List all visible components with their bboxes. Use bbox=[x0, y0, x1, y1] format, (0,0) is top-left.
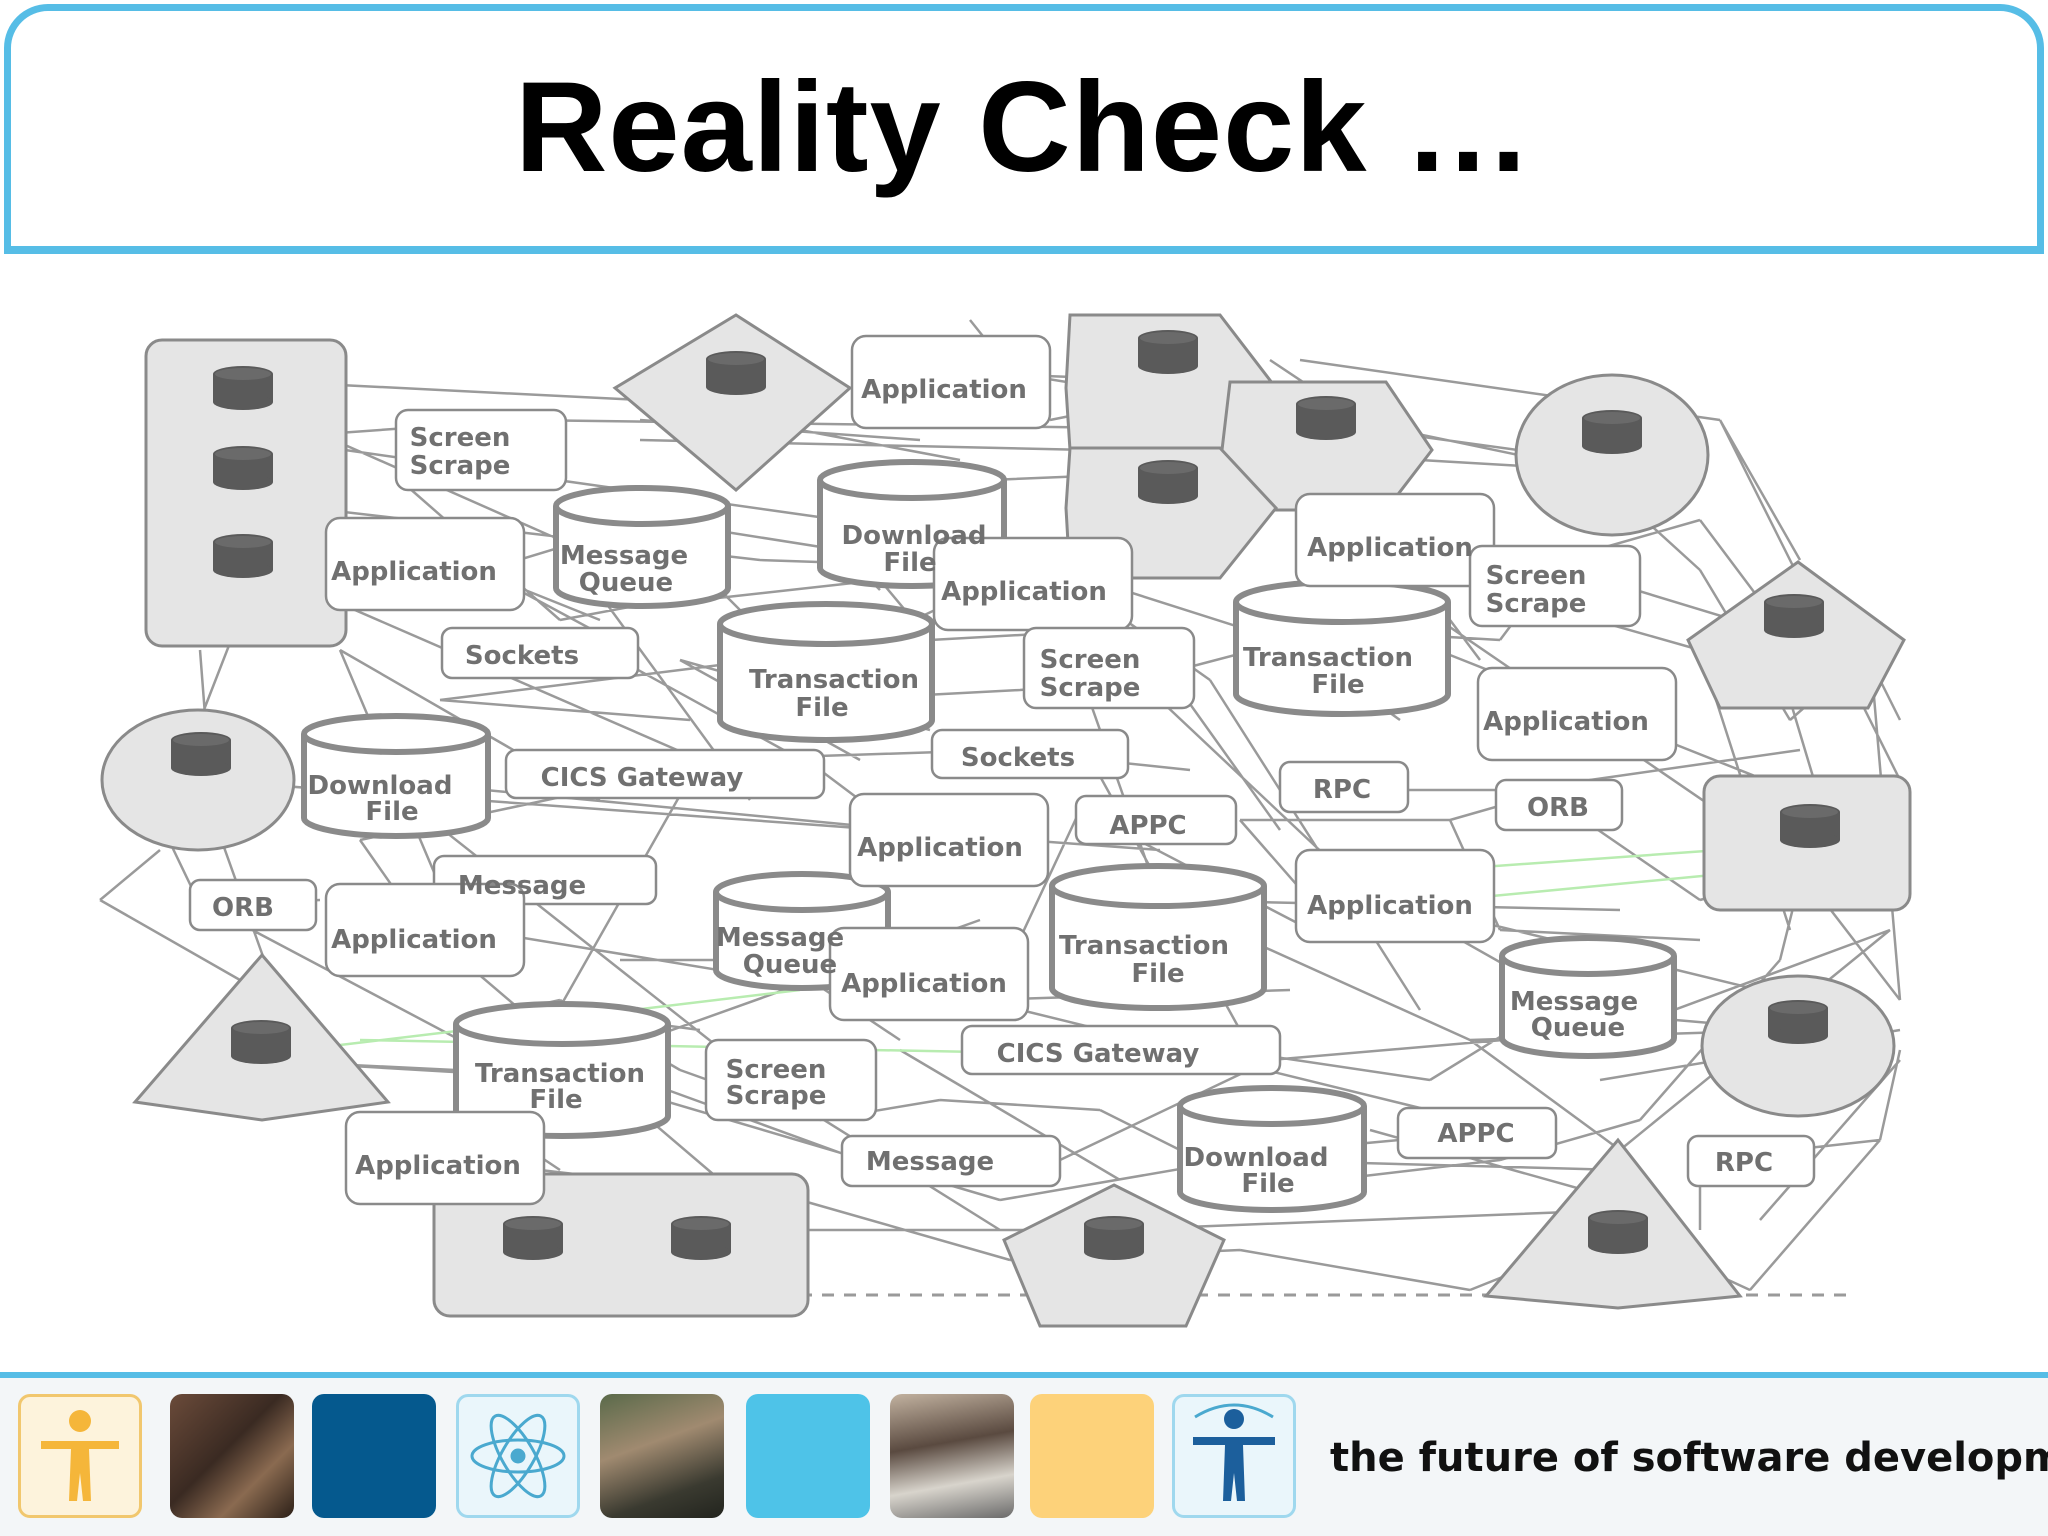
wide-node bbox=[432, 1172, 810, 1318]
diamond-node bbox=[612, 313, 853, 492]
label-application: Application bbox=[331, 557, 497, 587]
transaction-file-store bbox=[1049, 863, 1267, 1011]
label-appc: APPC bbox=[1437, 1119, 1514, 1149]
label-sockets: Sockets bbox=[465, 641, 579, 671]
label-cics-gateway: CICS Gateway bbox=[997, 1039, 1200, 1069]
message-queue-store bbox=[1499, 935, 1677, 1059]
label-orb: ORB bbox=[1527, 793, 1589, 823]
label-cics-gateway: CICS Gateway bbox=[541, 763, 744, 793]
label-rpc: RPC bbox=[1313, 775, 1371, 805]
circle-node-2 bbox=[100, 708, 296, 852]
system-nodes bbox=[100, 313, 1912, 1328]
label-message: Message bbox=[866, 1147, 994, 1177]
tagline: the future of software development bbox=[1330, 1435, 2048, 1481]
circle-node-1 bbox=[1514, 373, 1710, 537]
cylinder-stores bbox=[301, 459, 1677, 1213]
person-figure-icon bbox=[18, 1394, 142, 1518]
audience-photo bbox=[170, 1394, 294, 1518]
speaker-photo bbox=[600, 1394, 724, 1518]
label-application: Application bbox=[331, 925, 497, 955]
label-application: Application bbox=[841, 969, 1007, 999]
server-rack-node bbox=[144, 338, 348, 648]
label-application: Application bbox=[857, 833, 1023, 863]
label-sockets: Sockets bbox=[961, 743, 1075, 773]
transaction-file-store bbox=[717, 601, 935, 743]
laptop-user-photo bbox=[890, 1394, 1014, 1518]
yellow-tile bbox=[1030, 1394, 1154, 1518]
label-application: Application bbox=[941, 577, 1107, 607]
label-application: Application bbox=[861, 375, 1027, 405]
circle-node-3 bbox=[1700, 974, 1896, 1118]
download-file-store bbox=[301, 713, 491, 839]
light-blue-tile bbox=[746, 1394, 870, 1518]
slide-title: Reality Check … bbox=[514, 56, 1534, 199]
label-application: Application bbox=[1307, 891, 1473, 921]
label-message: Message bbox=[458, 871, 586, 901]
message-queue-store bbox=[553, 485, 731, 609]
label-application: Application bbox=[1307, 533, 1473, 563]
title-frame bbox=[4, 4, 2044, 254]
dark-blue-tile bbox=[312, 1394, 436, 1518]
atom-icon bbox=[456, 1394, 580, 1518]
transaction-file-store bbox=[1233, 579, 1451, 717]
label-boxes bbox=[188, 334, 1816, 1206]
label-rpc: RPC bbox=[1715, 1148, 1773, 1178]
label-appc: APPC bbox=[1109, 811, 1186, 841]
label-application: Application bbox=[355, 1151, 521, 1181]
vitruvian-figure-icon bbox=[1172, 1394, 1296, 1518]
download-file-store bbox=[1177, 1085, 1367, 1213]
label-application: Application bbox=[1483, 707, 1649, 737]
label-orb: ORB bbox=[212, 893, 274, 923]
